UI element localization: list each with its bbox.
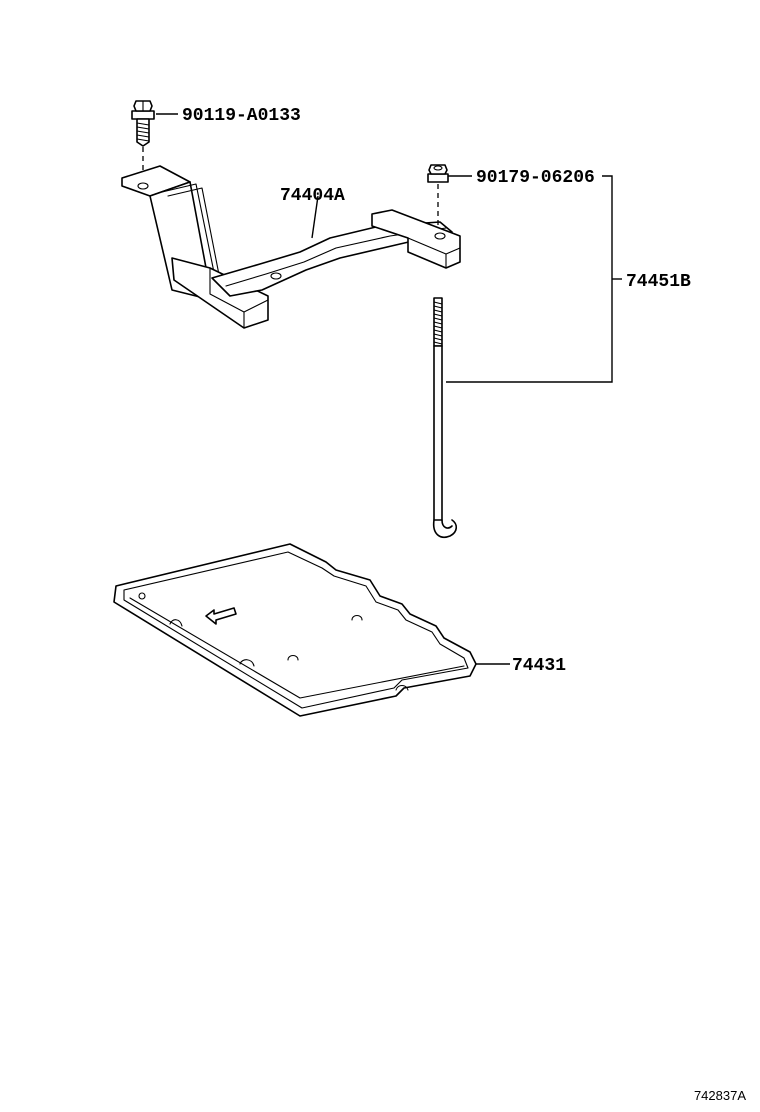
clamp-drawing	[121, 165, 461, 329]
nut-drawing	[427, 164, 449, 226]
bolt-part-number[interactable]: 90119-A0133	[182, 106, 301, 126]
bolt-drawing	[131, 100, 155, 180]
tray-drawing	[113, 543, 510, 717]
figure-number: 742837A	[694, 1088, 746, 1103]
assembly-bracket	[446, 175, 622, 383]
rod-drawing	[432, 297, 458, 538]
rod-assembly-part-number[interactable]: 74451B	[626, 272, 691, 292]
nut-part-number[interactable]: 90179-06206	[476, 168, 595, 188]
clamp-part-number[interactable]: 74404A	[280, 186, 345, 206]
tray-part-number[interactable]: 74431	[512, 656, 566, 676]
